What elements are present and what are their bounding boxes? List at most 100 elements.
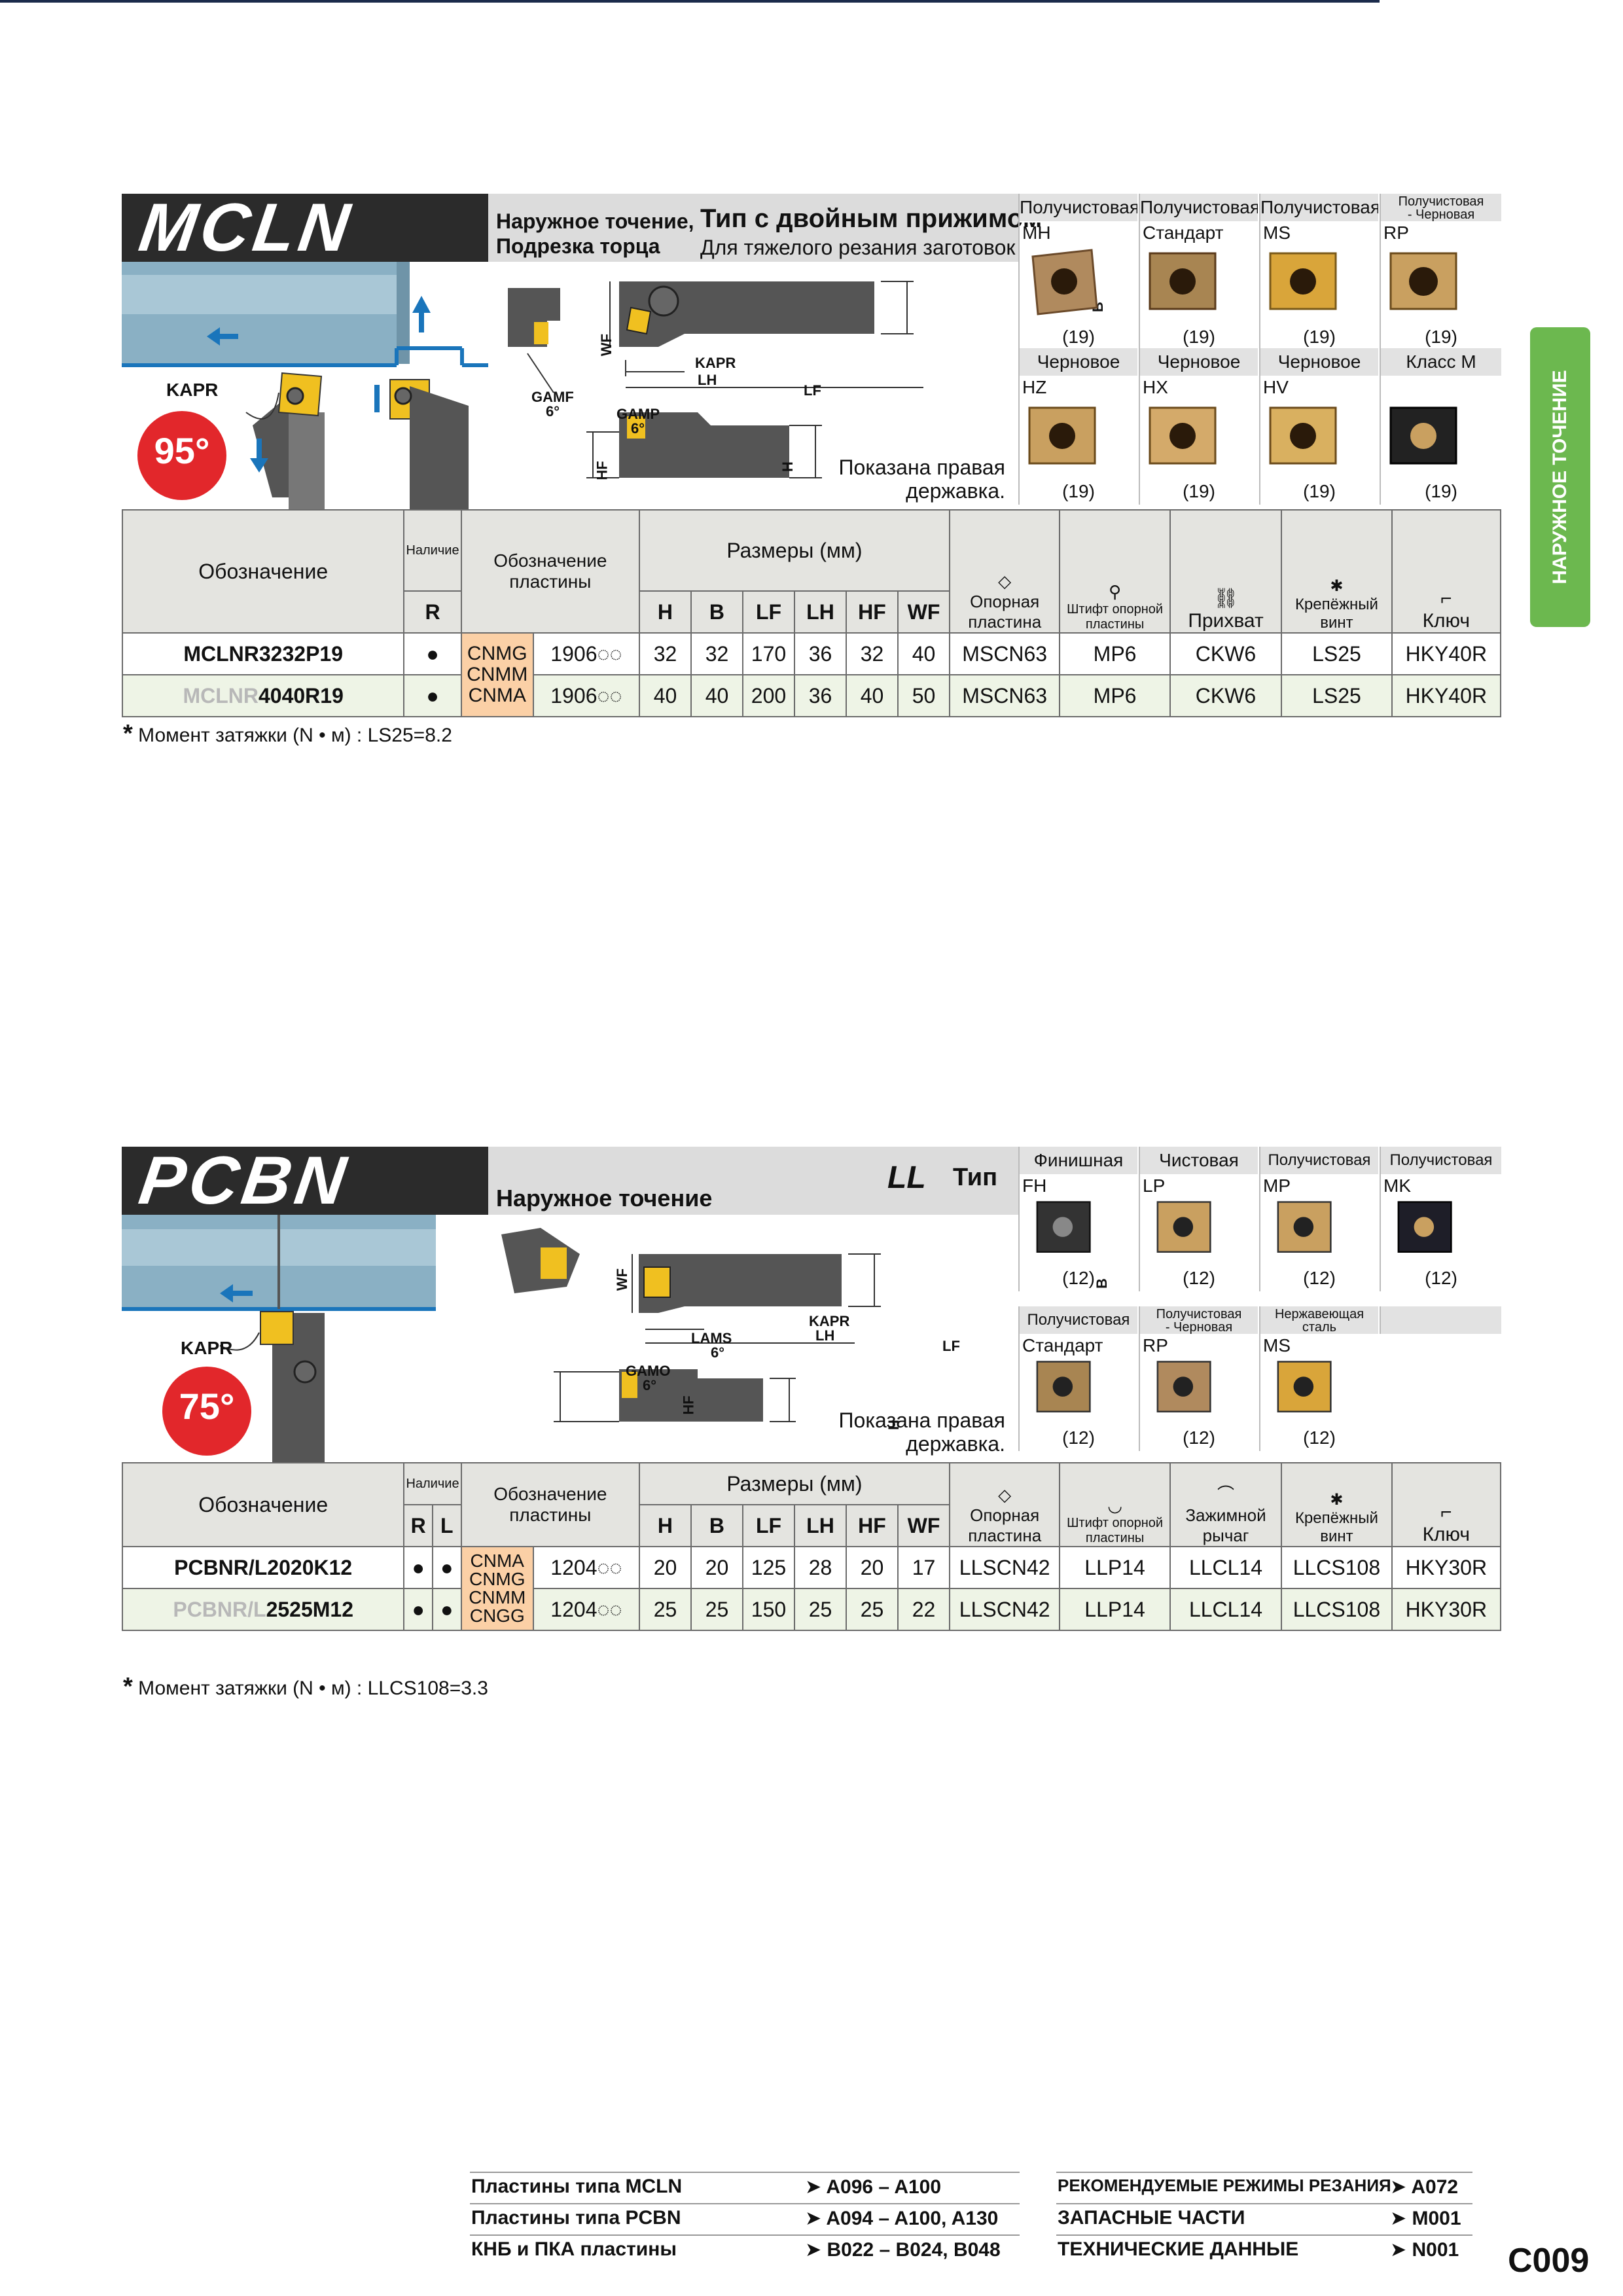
pcbn-holder-drawing (501, 1228, 881, 1422)
mcln-insert-hz[interactable]: Черновое HZ (19) (1018, 348, 1137, 505)
th-b: B (690, 1504, 743, 1547)
mcln-shown-right2: державка. (906, 479, 1005, 503)
th-part-pin: ⚲Штифт опорной пластины (1059, 509, 1171, 634)
footer-link-label: КНБ и ПКА пластины (471, 2238, 677, 2260)
th-h: H (638, 590, 692, 634)
top-rule (0, 0, 1380, 3)
pcbn-workpiece-illustration (122, 1215, 488, 1462)
mcln-insert-class-m[interactable]: Класс M (19) (1380, 348, 1501, 505)
footer-link-label: ТЕХНИЧЕСКИЕ ДАННЫЕ (1058, 2238, 1299, 2260)
pcbn-table: Обозначение Наличие Обозначение пластины… (121, 1462, 1502, 1631)
mcln-dim-gamf: GAMF (531, 389, 574, 405)
mcln-insert-hv[interactable]: Черновое HV (19) (1259, 348, 1378, 505)
pcbn-title: PCBN (122, 1143, 488, 1219)
footer-link-label: РЕКОМЕНДУЕМЫЕ РЕЖИМЫ РЕЗАНИЯ (1058, 2176, 1391, 2195)
insert-image-icon (1036, 1201, 1091, 1253)
footer-rule (470, 2234, 1020, 2236)
pcbn-dim-kapr: KAPR (809, 1313, 850, 1329)
th-wf: WF (897, 1504, 950, 1547)
insert-image-icon (1156, 1361, 1211, 1413)
footer-link-ref[interactable]: ➤ N001 (1390, 2239, 1459, 2261)
pcbn-insert-mk[interactable]: Получистовая MK (12) (1380, 1147, 1501, 1291)
pcbn-type-label: Тип (953, 1164, 998, 1191)
th-hf: HF (845, 1504, 899, 1547)
th-r: R (403, 1504, 433, 1547)
pcbn-desc-header (488, 1147, 1018, 1215)
mcln-dim-h: H (779, 461, 796, 472)
mcln-workpiece-illustration (122, 262, 488, 509)
th-lh: LH (793, 1504, 847, 1547)
th-lf: LF (741, 590, 795, 634)
th-part-screw: ✱Крепёжный винт (1281, 1462, 1393, 1547)
designation-cell: MCLNR3232P19 (121, 632, 405, 675)
footer-link-ref[interactable]: ➤ A094 – A100, A130 (805, 2208, 999, 2229)
mcln-kapr-label: KAPR (166, 380, 219, 400)
mcln-desc-line2: Подрезка торца (496, 234, 660, 258)
footer-rule (470, 2203, 1020, 2204)
th-part-key: ⌐Ключ (1391, 509, 1502, 634)
table-row[interactable]: PCBNR/L2525M12 ● ● 1204◌◌ 25 25 150 25 2… (121, 1588, 1502, 1631)
insert-image-icon (1277, 1201, 1332, 1253)
th-dimensions: Размеры (мм) (638, 509, 950, 592)
pcbn-insert-lp[interactable]: Чистовая LP (12) (1139, 1147, 1258, 1291)
footer-link-ref[interactable]: ➤ A096 – A100 (805, 2176, 942, 2198)
th-part-clamp: ⛓Прихват (1169, 509, 1283, 634)
pcbn-insert-empty (1380, 1306, 1501, 1334)
pcbn-dim-lams: LAMS (691, 1330, 732, 1346)
th-r: R (403, 590, 462, 634)
pcbn-angle-badge: 75° (179, 1386, 235, 1427)
mcln-insert-mh[interactable]: Получистовая MH (19) (1018, 194, 1137, 350)
pcbn-insert-rp[interactable]: Получистовая - Черновая RP (12) (1139, 1306, 1258, 1451)
pcbn-dim-lh: LH (815, 1327, 835, 1344)
side-tab-external-turning[interactable]: НАРУЖНОЕ ТОЧЕНИЕ (1530, 327, 1590, 627)
insert-image-icon (1269, 252, 1337, 310)
mcln-insert-ms[interactable]: Получистовая MS (19) (1259, 194, 1378, 350)
pcbn-dim-lams-val: 6° (711, 1344, 725, 1361)
th-insert-designation: Обозначение пластины (460, 1462, 640, 1547)
page-number: C009 (1508, 2242, 1590, 2280)
footer-link-ref[interactable]: ➤ A072 (1390, 2176, 1459, 2198)
th-part-key: ⌐Ключ (1391, 1462, 1502, 1547)
insert-image-icon (1389, 252, 1457, 310)
pcbn-kapr-label: KAPR (181, 1338, 233, 1358)
insert-image-icon (1031, 249, 1098, 315)
table-row[interactable]: MCLNR4040R19 ● 1906◌◌ 40 40 200 36 40 50… (121, 674, 1502, 717)
footer-rule (1056, 2234, 1472, 2236)
pcbn-type-ll: LL (887, 1160, 926, 1195)
th-lh: LH (793, 590, 847, 634)
pcbn-torque-note: * Момент затяжки (N • м) : LLCS108=3.3 (123, 1673, 488, 1700)
pcbn-insert-mp[interactable]: Получистовая MP (12) (1259, 1147, 1378, 1291)
footer-link-ref[interactable]: ➤ B022 – B024, B048 (805, 2239, 1001, 2261)
footer-link-ref[interactable]: ➤ M001 (1390, 2208, 1461, 2229)
mcln-desc-header (488, 194, 1018, 262)
footer-rule (1056, 2203, 1472, 2204)
th-designation: Обозначение (121, 509, 405, 634)
th-designation: Обозначение (121, 1462, 405, 1547)
th-lf: LF (741, 1504, 795, 1547)
mcln-desc-line1: Наружное точение, (496, 209, 694, 233)
pcbn-insert-standard[interactable]: Получистовая Стандарт (12) (1018, 1306, 1137, 1451)
mcln-insert-hx[interactable]: Черновое HX (19) (1139, 348, 1258, 505)
pcbn-desc: Наружное точение (496, 1185, 713, 1211)
insert-image-icon (1389, 406, 1457, 465)
pcbn-insert-ms[interactable]: Нержавеющая сталь MS (12) (1259, 1306, 1378, 1451)
insert-image-icon (1269, 406, 1337, 465)
insert-image-icon (1397, 1201, 1452, 1253)
pcbn-insert-fh[interactable]: Финишная FH (12) (1018, 1147, 1137, 1291)
footer-link-label: Пластины типа PCBN (471, 2207, 681, 2229)
mcln-dim-kapr: KAPR (695, 355, 736, 371)
mcln-dim-gamp: GAMP (616, 406, 660, 422)
pcbn-dim-hf: HF (680, 1395, 697, 1415)
mcln-insert-standard[interactable]: Получистовая Стандарт (19) (1139, 194, 1258, 350)
mcln-angle-badge: 95° (154, 430, 210, 471)
mcln-dim-wf: WF (598, 333, 615, 357)
insert-image-icon (1149, 406, 1217, 465)
mcln-insert-rp[interactable]: Получистовая - Черновая RP (19) (1380, 194, 1501, 350)
th-insert-designation: Обозначение пластины (460, 509, 640, 634)
insert-image-icon (1156, 1201, 1211, 1253)
pcbn-dim-gamo-val: 6° (643, 1377, 657, 1393)
